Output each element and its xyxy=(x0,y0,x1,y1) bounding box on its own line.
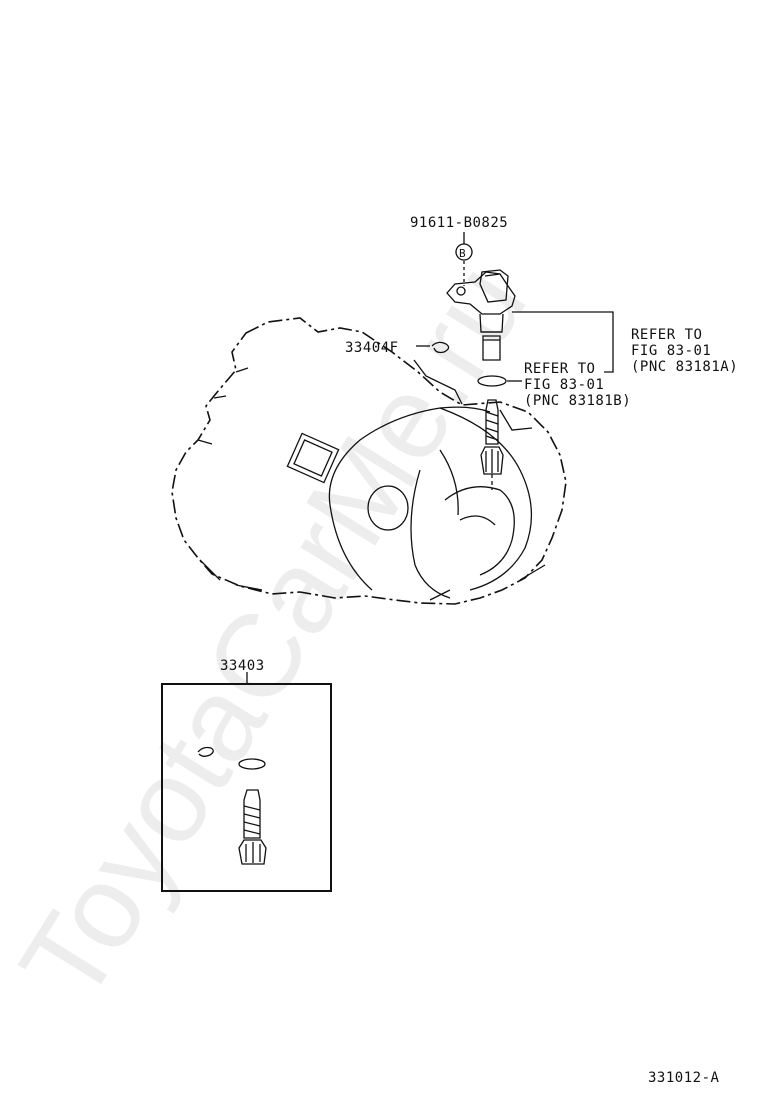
refer-a-line2: FIG 83-01 xyxy=(631,343,711,359)
refer-b-line1: REFER TO xyxy=(524,361,595,377)
label-sensor-bolt: 91611-B0825 xyxy=(410,215,508,231)
refer-a-line3: (PNC 83181A) xyxy=(631,359,738,375)
refer-a-line1: REFER TO xyxy=(631,327,702,343)
refer-b-line3: (PNC 83181B) xyxy=(524,393,631,409)
bolt-marker-circle xyxy=(455,243,473,261)
clip-icon xyxy=(431,341,450,354)
driven-gear xyxy=(480,399,504,490)
watermark-text: ToyotaCarMe.ru xyxy=(0,242,552,1024)
kit-box xyxy=(161,683,332,892)
speed-sensor xyxy=(446,269,516,361)
kit-clip xyxy=(197,746,214,757)
kit-o-ring xyxy=(238,758,266,770)
refer-b-line2: FIG 83-01 xyxy=(524,377,604,393)
label-drive-kit: 33403 xyxy=(220,658,265,674)
bolt-marker-letter: B xyxy=(459,247,466,260)
kit-driven-gear xyxy=(238,789,267,865)
label-clip: 33404F xyxy=(345,340,399,356)
o-ring xyxy=(477,375,507,387)
diagram-code: 331012-A xyxy=(648,1070,720,1086)
refer-a-bracket xyxy=(512,311,614,373)
